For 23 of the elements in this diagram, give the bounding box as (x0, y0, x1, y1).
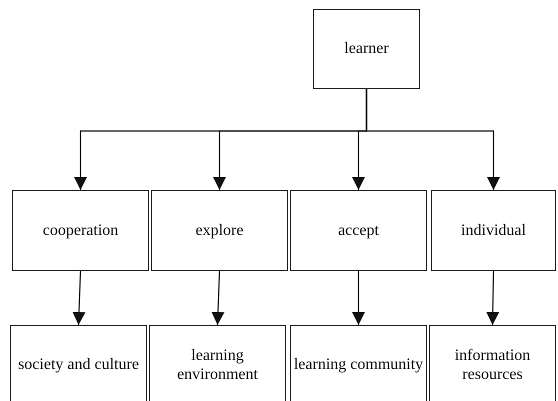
node-label: learning community (294, 355, 424, 375)
node-label: cooperation (42, 220, 118, 240)
arrow (486, 270, 500, 326)
box (290, 325, 427, 401)
arrow (211, 270, 224, 326)
box (12, 190, 149, 271)
node-label: society and culture (18, 355, 139, 375)
arrow (352, 271, 365, 325)
node-label: individual (461, 220, 526, 240)
box (290, 190, 427, 271)
node-label: accept (338, 220, 379, 240)
node-label: learning environment (176, 346, 259, 384)
box (10, 325, 147, 401)
node-label: information resources (454, 346, 532, 384)
box (149, 325, 286, 401)
arrow (72, 270, 86, 326)
node-label: learner (344, 39, 389, 59)
node-label: explore (196, 220, 244, 240)
arrow (366, 89, 500, 190)
box (429, 325, 556, 401)
box (151, 190, 288, 271)
box (313, 9, 420, 89)
box (431, 190, 556, 271)
